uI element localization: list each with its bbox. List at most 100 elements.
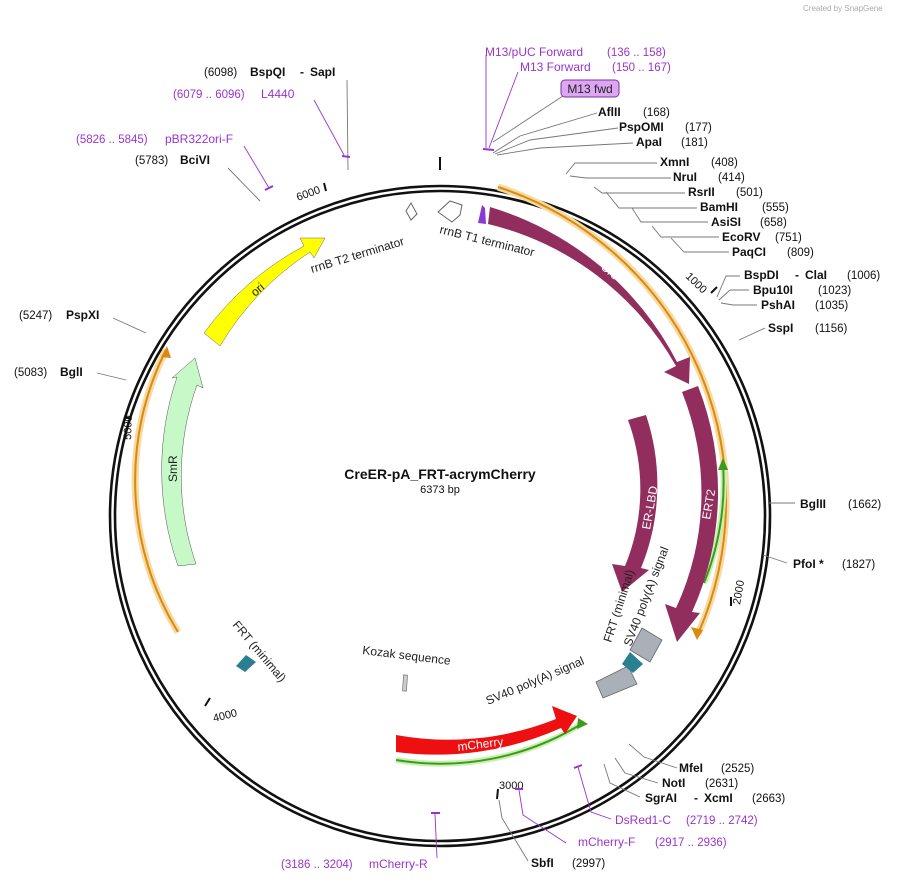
site-dash: -: [795, 268, 799, 282]
kozak-label: Kozak sequence: [362, 643, 452, 668]
leader-pbr322ori-f: [243, 145, 270, 189]
primer-pos: (136 .. 158): [607, 47, 666, 59]
site-pos: (2997): [572, 858, 605, 870]
leader-pspxi: [112, 317, 147, 334]
m13-fwd-box[interactable]: [560, 79, 620, 98]
leader-xmni: [565, 162, 657, 175]
site-name-2: XcmI: [704, 791, 733, 805]
site-name: SspI: [768, 321, 793, 335]
leader-bcivi: [227, 167, 261, 202]
primer-pbr322ori-f[interactable]: (5826 .. 5845) pBR322ori-F: [76, 132, 233, 146]
site-nrui[interactable]: NruI (414): [673, 170, 745, 184]
site-name: NruI: [673, 170, 697, 184]
primer-dsred1-c[interactable]: DsRed1-C (2719 .. 2742): [615, 813, 758, 827]
site-name: RsrII: [688, 185, 715, 199]
tick-label-1000: 1000: [683, 271, 709, 297]
primer-m13-puc-forward[interactable]: M13/pUC Forward (136 .. 158): [485, 45, 666, 59]
kozak-feature: [402, 674, 408, 692]
orange-arc-left: [134, 349, 179, 633]
primer-l4440[interactable]: (6079 .. 6096) L4440: [173, 87, 295, 101]
site-sspi[interactable]: SspI (1156): [768, 321, 848, 335]
site-name-2: SapI: [310, 65, 335, 79]
plasmid-title: CreER-pA_FRT-acrymCherry: [344, 466, 536, 482]
site-ecorv[interactable]: EcoRV (751): [722, 230, 802, 244]
mcherry-feature: [396, 706, 577, 755]
site-bgli[interactable]: (5083) BglI: [14, 365, 83, 379]
tick-label-4000: 4000: [212, 707, 239, 725]
green-arc-right: [703, 463, 725, 584]
leader-paqci: [670, 237, 729, 253]
leader-apai: [496, 142, 634, 156]
site-bspdi-clai[interactable]: BspDI - ClaI (1006): [744, 268, 880, 282]
frt-left-feature: [236, 655, 256, 672]
site-bspqi-sapi[interactable]: (6098) BspQI - SapI: [204, 65, 335, 79]
site-bglii[interactable]: BglII (1662): [800, 497, 881, 511]
cre-label: Cre: [598, 260, 622, 283]
site-asisi[interactable]: AsiSI (658): [711, 215, 787, 229]
site-pos: (1156): [815, 323, 848, 335]
site-pos: (501): [736, 187, 763, 199]
site-bamhi[interactable]: BamHI (555): [700, 200, 789, 214]
site-sgrai-xcmi[interactable]: SgrAI - XcmI (2663): [645, 791, 785, 805]
site-pos: (658): [760, 217, 787, 229]
site-pspxi[interactable]: (5247) PspXI: [19, 308, 99, 322]
leader-aflii: [492, 112, 598, 154]
leader-bpu10i: [718, 289, 749, 301]
site-paqci[interactable]: PaqCI (809): [732, 245, 814, 259]
smr-feature: [161, 357, 204, 567]
backbone-inner-circle: [113, 189, 767, 843]
site-bpu10i[interactable]: Bpu10I (1023): [753, 283, 851, 297]
tick-4000: [204, 697, 211, 707]
leader-m13-forward: [488, 71, 519, 149]
site-name: NotI: [662, 776, 685, 790]
cre-feature: [488, 207, 690, 384]
leader-bamhi: [605, 191, 697, 209]
leader-bspdi: [716, 275, 740, 298]
site-sbfi[interactable]: SbfI (2997): [531, 856, 605, 870]
site-name: BciVI: [180, 153, 210, 167]
site-name: PfoI *: [793, 557, 824, 571]
site-pfoi[interactable]: PfoI * (1827): [793, 557, 875, 571]
leader-l4440: [313, 99, 345, 156]
primer-mcherry-r[interactable]: (3186 .. 3204) mCherry-R: [281, 857, 428, 871]
site-apai[interactable]: ApaI (181): [636, 135, 708, 149]
primer-pos: (2917 .. 2936): [655, 837, 727, 849]
site-name: PaqCI: [732, 245, 766, 259]
leader-sspi: [738, 327, 766, 341]
leader-sbfi: [498, 799, 529, 862]
rrnb-t1-small-arrow: [478, 205, 486, 224]
primer-name: mCherry-R: [369, 857, 428, 871]
primer-m13-forward[interactable]: M13 Forward (150 .. 167): [520, 60, 671, 74]
site-pos: (1023): [818, 285, 851, 297]
site-dash: -: [300, 65, 304, 79]
site-noti[interactable]: NotI (2631): [662, 776, 738, 790]
site-xmni[interactable]: XmnI (408): [660, 155, 738, 169]
leader-rsrii: [593, 186, 685, 194]
site-pos: (1827): [842, 559, 875, 571]
site-rsrii[interactable]: RsrII (501): [688, 185, 763, 199]
sv40-polya-label-bottom: SV40 poly(A) signal: [484, 654, 586, 708]
site-aflii[interactable]: AflII (168): [598, 105, 670, 119]
site-pos: (1006): [847, 270, 880, 282]
tick-3000: [496, 788, 499, 800]
site-bcivi[interactable]: (5783) BciVI: [135, 153, 210, 167]
site-name: ApaI: [636, 135, 662, 149]
site-mfei[interactable]: MfeI (2525): [679, 761, 754, 775]
primer-mcherry-f[interactable]: mCherry-F (2917 .. 2936): [578, 835, 727, 849]
site-name: BspQI: [250, 65, 285, 79]
site-pos: (177): [685, 122, 712, 134]
primer-name: mCherry-F: [578, 835, 635, 849]
sv40-polya-right: [629, 627, 663, 663]
site-pshai[interactable]: PshAI (1035): [761, 298, 848, 312]
site-pos: (408): [711, 157, 738, 169]
orange-arc-right-head: [691, 627, 703, 640]
rrnb-t2-terminator-feature: [405, 202, 418, 221]
leader-mcherry-f: [518, 789, 567, 844]
site-pos: (6098): [204, 67, 237, 79]
leader-nrui: [569, 175, 671, 179]
plasmid-size: 6373 bp: [420, 484, 460, 496]
site-pos: (5247): [19, 310, 52, 322]
site-pos: (5783): [135, 155, 168, 167]
site-pspomi[interactable]: PspOMI (177): [619, 120, 712, 134]
